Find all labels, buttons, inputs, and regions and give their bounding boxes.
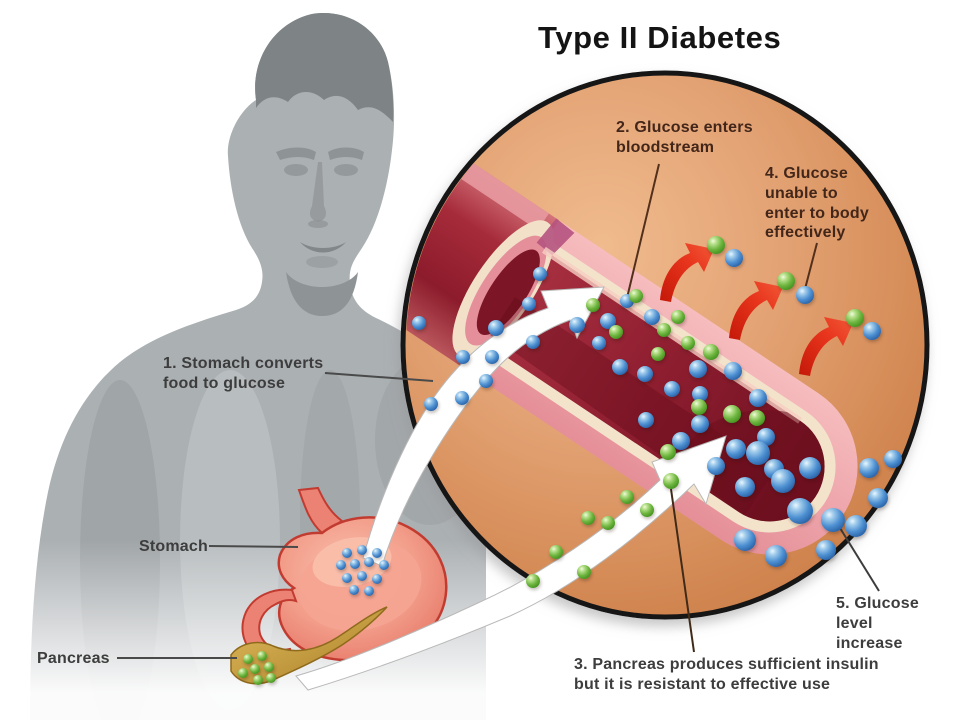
- label-step4: 4. Glucose unable to enter to body effec…: [765, 165, 869, 242]
- diagram-title: Type II Diabetes: [538, 20, 782, 55]
- flow-arrows: [295, 286, 727, 691]
- label-step1: 1. Stomach converts food to glucose: [163, 355, 324, 392]
- hair: [255, 13, 394, 123]
- face-shading: [276, 147, 364, 316]
- insulin-flow-arrow: [295, 435, 727, 691]
- stomach-illustration: [241, 486, 448, 667]
- label-pancreas: Pancreas: [37, 650, 110, 667]
- label-step3: 3. Pancreas produces sufficient insulin …: [574, 656, 879, 693]
- glucose-flow-arrow: [362, 286, 605, 567]
- label-step5: 5. Glucose level increase: [836, 595, 919, 652]
- label-step2: 2. Glucose enters bloodstream: [616, 119, 753, 156]
- label-stomach: Stomach: [139, 538, 208, 555]
- pointer-lines: [117, 163, 880, 659]
